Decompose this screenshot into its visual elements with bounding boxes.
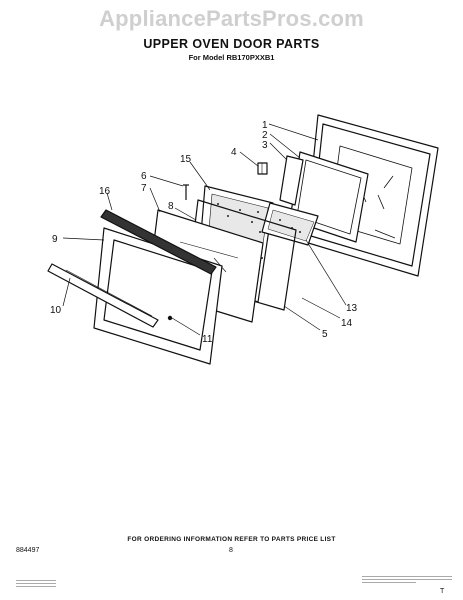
ordering-info: FOR ORDERING INFORMATION REFER TO PARTS …: [127, 536, 336, 543]
callout-5: 5: [322, 329, 328, 340]
door-channel: [279, 155, 304, 206]
screw: [183, 184, 189, 200]
model-subtitle: For Model RB170PXXB1: [188, 53, 275, 62]
callout-10: 10: [50, 305, 62, 316]
fine-print-left: [16, 578, 56, 589]
fine-print-right: [362, 574, 452, 585]
doc-number: 884497: [16, 547, 40, 554]
callout-6: 6: [141, 171, 147, 182]
callout-15: 15: [180, 154, 192, 165]
callout-14: 14: [341, 318, 353, 329]
callout-2: 2: [262, 130, 268, 141]
page-title: UPPER OVEN DOOR PARTS: [143, 37, 320, 51]
callout-9: 9: [52, 234, 58, 245]
callout-8: 8: [168, 201, 174, 212]
callout-13: 13: [346, 303, 358, 314]
callout-16: 16: [99, 186, 111, 197]
corner-mark: T: [440, 588, 445, 595]
page-number: 8: [229, 547, 233, 554]
top-trim-strip: [100, 209, 217, 275]
watermark: AppliancePartsPros.com: [99, 6, 364, 31]
callout-11: 11: [202, 334, 213, 345]
door-handle: [47, 263, 159, 328]
callout-7: 7: [141, 183, 147, 194]
leader-lines: [62, 123, 347, 336]
callout-1: 1: [262, 120, 268, 131]
callout-3: 3: [262, 140, 268, 151]
callout-4: 4: [231, 147, 237, 158]
door-clip: [257, 162, 268, 175]
